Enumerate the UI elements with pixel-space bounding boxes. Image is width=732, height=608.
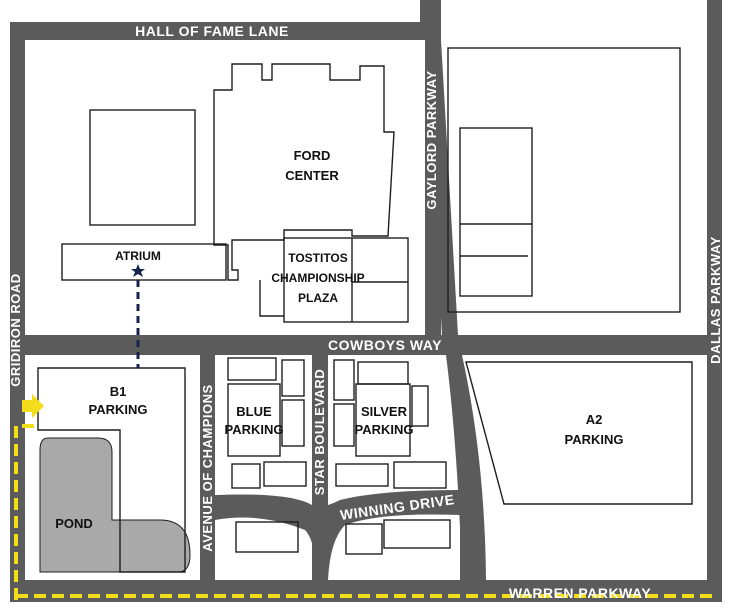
block-a2: [462, 355, 707, 580]
b1-garage: [37, 367, 186, 573]
building-west: [89, 109, 196, 226]
label-ford-center-line2: CENTER: [285, 168, 339, 183]
gaylord-parkway-road: [425, 40, 458, 335]
blue-garage: [227, 383, 281, 457]
tostitos-plaza-building: [283, 237, 409, 323]
label-tostitos-line3: PLAZA: [298, 291, 338, 305]
building-gaylord-east: [447, 47, 681, 313]
label-tostitos-line2: CHAMPIONSHIP: [271, 271, 364, 285]
garage-gaylord-east: [459, 127, 533, 297]
label-b1-line1: B1: [110, 384, 127, 399]
building-outlines: [37, 47, 693, 573]
label-silver-line1: SILVER: [361, 404, 408, 419]
atrium-building: [61, 243, 227, 281]
road-label-dallas-parkway: DALLAS PARKWAY: [708, 236, 723, 364]
road-label-gridiron-road: GRIDIRON ROAD: [8, 273, 23, 386]
road-label-cowboys-way: COWBOYS WAY: [328, 337, 442, 353]
winning-drive-road: [215, 490, 460, 580]
arrow-right-icon: [22, 394, 44, 418]
label-ford-center-line1: FORD: [294, 148, 331, 163]
label-a2-line1: A2: [586, 412, 603, 427]
block-ford-center: [25, 40, 425, 335]
label-blue-line1: BLUE: [236, 404, 272, 419]
road-label-gaylord-parkway: GAYLORD PARKWAY: [424, 70, 439, 209]
road-label-star-boulevard: STAR BOULEVARD: [312, 369, 327, 495]
label-b1-line2: PARKING: [89, 402, 148, 417]
block-gaylord-east: [441, 40, 707, 335]
label-tostitos-line1: TOSTITOS: [288, 251, 348, 265]
route-path: [14, 424, 716, 600]
label-atrium: ATRIUM: [115, 249, 161, 263]
road-label-warren-parkway: WARREN PARKWAY: [509, 585, 652, 601]
silver-garage: [355, 383, 411, 457]
ford-center-building: [213, 63, 395, 281]
road-label-hall-of-fame-lane: HALL OF FAME LANE: [135, 23, 289, 39]
pond-shape: [39, 437, 191, 573]
label-pond: POND: [55, 516, 93, 531]
label-silver-line2: PARKING: [355, 422, 414, 437]
road-label-avenue-of-champions: AVENUE OF CHAMPIONS: [200, 384, 215, 551]
label-a2-line2: PARKING: [565, 432, 624, 447]
star-icon: [131, 264, 145, 277]
a2-parking-lot: [465, 361, 693, 505]
label-blue-line2: PARKING: [225, 422, 284, 437]
